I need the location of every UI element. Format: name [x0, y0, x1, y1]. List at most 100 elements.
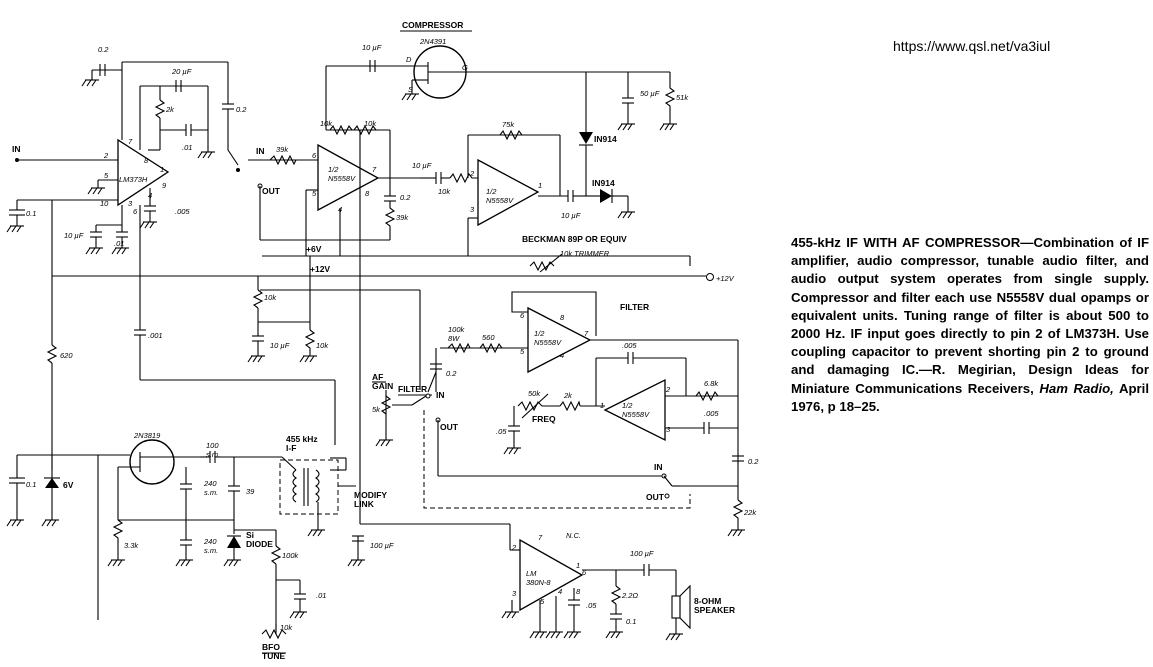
svg-text:7: 7	[128, 137, 133, 146]
svg-text:5: 5	[312, 189, 317, 198]
cap-01-c-label: .01	[316, 591, 326, 600]
cap-100uf-b-label: 100 µF	[630, 549, 654, 558]
res-22k-label: 22k	[743, 508, 757, 517]
speaker-icon	[671, 595, 681, 619]
trimmer-note: BECKMAN 89P OR EQUIV	[522, 234, 627, 244]
svg-text:7: 7	[584, 329, 589, 338]
lm373h-symbol	[117, 138, 170, 207]
svg-text:5: 5	[520, 347, 525, 356]
comp-out-label: OUT	[262, 186, 281, 196]
if-input-label: IN	[12, 144, 21, 154]
fet-2n3819-label: 2N3819	[133, 431, 161, 440]
cap-100uf-a-label: 100 µF	[370, 541, 394, 550]
svg-text:4: 4	[560, 351, 564, 360]
res-10k-d-label: 10k	[264, 293, 277, 302]
cap-0-2-b-label: 0.2	[236, 105, 247, 114]
res-10k-e-label: 10k	[316, 341, 329, 350]
fet-2n4391-label: 2N4391	[419, 37, 446, 46]
nc-label: N.C.	[566, 531, 581, 540]
res-2k-b-label: 2k	[563, 391, 573, 400]
res-620-label: 620	[60, 351, 73, 360]
cap-0-1-c-label: 0.1	[626, 617, 636, 626]
lm373h-label: LM373H	[119, 175, 148, 184]
res-5k-label: 5k	[372, 405, 381, 414]
cap-39-label: 39	[246, 487, 255, 496]
cap-10uf-d-label: 10 µF	[561, 211, 581, 220]
caption-title: 455-kHz IF WITH AF COMPRESSOR	[791, 235, 1021, 250]
svg-text:8: 8	[560, 313, 565, 322]
svg-text:7: 7	[538, 533, 543, 542]
lower-in-label: IN	[654, 462, 663, 472]
comp-opamp-b	[477, 158, 540, 227]
filter-in-label: IN	[436, 390, 445, 400]
svg-text:S: S	[408, 85, 413, 94]
svg-text:2: 2	[469, 169, 475, 178]
rail-plus12-label: +12V	[310, 264, 330, 274]
res-6-8k-label: 6.8k	[704, 379, 719, 388]
diode1-label: IN914	[594, 134, 617, 144]
cap-01-b-label: .01	[114, 239, 124, 248]
res-10k-bfo-label: 10k	[280, 623, 293, 632]
svg-text:D: D	[406, 55, 412, 64]
res-2-2-label: 2.2Ω	[621, 591, 638, 600]
freq-control-label[interactable]: FREQ	[532, 414, 556, 424]
cap-10uf-b-label: 10 µF	[362, 43, 382, 52]
cap-50uf-label: 50 µF	[640, 89, 660, 98]
res-39k-b-label: 39k	[396, 213, 409, 222]
res-10k-a-label: 10k	[320, 119, 333, 128]
res-10k-b-label: 10k	[364, 119, 377, 128]
svg-text:G: G	[462, 63, 468, 72]
cap-0-1-in-label: 0.1	[26, 209, 36, 218]
res-51k-label: 51k	[676, 93, 689, 102]
caption-journal: Ham Radio,	[1039, 380, 1114, 396]
svg-text:4: 4	[558, 587, 562, 596]
trimmer-label: 10k TRIMMER	[560, 249, 610, 258]
filter-title: FILTER	[620, 302, 649, 312]
comp-opamp-a	[317, 143, 380, 212]
svg-text:5: 5	[540, 597, 545, 606]
caption-body: Combination of IF amplifier, audio compr…	[791, 235, 1150, 396]
cap-01-a-label: .01	[182, 143, 192, 152]
cap-005-c-label: .005	[704, 409, 719, 418]
rail-plus6-label: +6V	[306, 244, 322, 254]
if-transformer-can	[279, 459, 339, 515]
lm380-symbol	[519, 538, 584, 612]
svg-text:8: 8	[365, 189, 370, 198]
res-100k-b-label: 100k	[282, 551, 300, 560]
res-10k-c-label: 10k	[438, 187, 451, 196]
cap-10uf-a-label: 10 µF	[64, 231, 84, 240]
svg-text:6: 6	[312, 151, 317, 160]
cap-20uf-label: 20 µF	[171, 67, 192, 76]
svg-text:6: 6	[582, 568, 587, 577]
res-2k-label: 2k	[165, 105, 175, 114]
res-75k-label: 75k	[502, 120, 515, 129]
filter-opamp-b	[603, 378, 666, 442]
comp-in-label: IN	[256, 146, 265, 156]
svg-text:8: 8	[144, 156, 149, 165]
cap-10uf-e-label: 10 µF	[270, 341, 290, 350]
svg-text:8: 8	[576, 587, 581, 596]
res-50k-label: 50k	[528, 389, 541, 398]
cap-0-2-c-label: 0.2	[400, 193, 411, 202]
res-560-label: 560	[482, 333, 495, 342]
svg-text:3: 3	[128, 199, 133, 208]
caption-citation: April 1976, p 18–25.	[791, 380, 1149, 414]
cap-05-a-label: .05	[496, 427, 507, 436]
filter-switch-label[interactable]: FILTER	[398, 384, 427, 394]
cap-0-2-in-label: 0.2	[98, 45, 109, 54]
svg-text:7: 7	[372, 165, 377, 174]
source-url[interactable]: https://www.qsl.net/va3iul	[893, 38, 1051, 54]
svg-text:6: 6	[133, 207, 138, 216]
cap-0-2-d-label: 0.2	[446, 369, 457, 378]
